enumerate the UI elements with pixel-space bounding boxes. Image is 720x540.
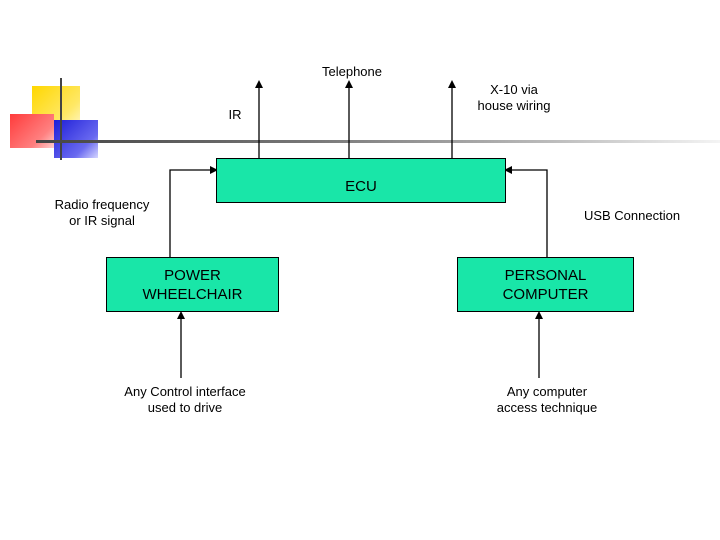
deco-horizontal-rule	[36, 140, 720, 143]
ir-label: IR	[228, 107, 242, 122]
computer-label-line1: PERSONAL	[504, 266, 587, 284]
usb-connection-label: USB Connection	[583, 208, 681, 223]
radio-frequency-label: Radio frequency or IR signal	[54, 197, 150, 228]
deco-vertical-line	[60, 78, 62, 160]
personal-computer-box: PERSONAL COMPUTER	[457, 257, 634, 312]
telephone-label: Telephone	[322, 64, 382, 79]
arrow-radio-frequency	[169, 166, 218, 257]
decorative-logo	[0, 0, 130, 170]
wheelchair-label-line1: POWER	[164, 266, 221, 284]
x10-label: X-10 via house wiring	[477, 82, 551, 113]
access-technique-label: Any computer access technique	[496, 384, 598, 415]
computer-label-line2: COMPUTER	[502, 285, 589, 303]
control-interface-label: Any Control interface used to drive	[124, 384, 246, 415]
arrow-usb	[504, 166, 548, 257]
ecu-label: ECU	[345, 178, 377, 195]
ecu-box: ECU	[216, 158, 506, 203]
power-wheelchair-box: POWER WHEELCHAIR	[106, 257, 279, 312]
wheelchair-label-line2: WHEELCHAIR	[142, 285, 243, 303]
